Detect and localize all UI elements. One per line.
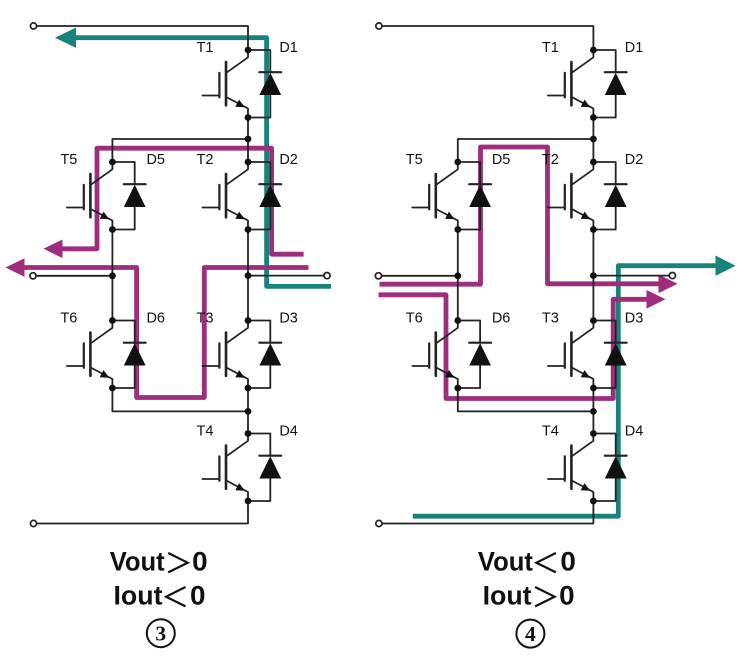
svg-text:Iout: Iout bbox=[114, 581, 163, 611]
svg-text:D6: D6 bbox=[146, 310, 165, 327]
svg-text:0: 0 bbox=[192, 547, 208, 577]
svg-text:Vout: Vout bbox=[478, 547, 533, 577]
svg-text:T3: T3 bbox=[197, 310, 214, 327]
svg-text:D5: D5 bbox=[146, 151, 165, 168]
svg-text:Vout: Vout bbox=[110, 547, 165, 577]
svg-text:T5: T5 bbox=[60, 151, 77, 168]
svg-text:T1: T1 bbox=[197, 39, 214, 56]
svg-text:0: 0 bbox=[559, 581, 575, 611]
svg-text:0: 0 bbox=[560, 547, 576, 577]
svg-text:D3: D3 bbox=[279, 310, 298, 327]
svg-text:D2: D2 bbox=[279, 151, 298, 168]
svg-text:Iout: Iout bbox=[483, 581, 532, 611]
svg-text:0: 0 bbox=[190, 581, 206, 611]
svg-text:4: 4 bbox=[525, 622, 536, 646]
svg-text:D4: D4 bbox=[279, 423, 298, 440]
svg-text:T4: T4 bbox=[197, 423, 214, 440]
svg-text:3: 3 bbox=[155, 622, 166, 646]
svg-text:T2: T2 bbox=[197, 151, 214, 168]
svg-text:T6: T6 bbox=[60, 310, 77, 327]
svg-text:D1: D1 bbox=[279, 39, 298, 56]
